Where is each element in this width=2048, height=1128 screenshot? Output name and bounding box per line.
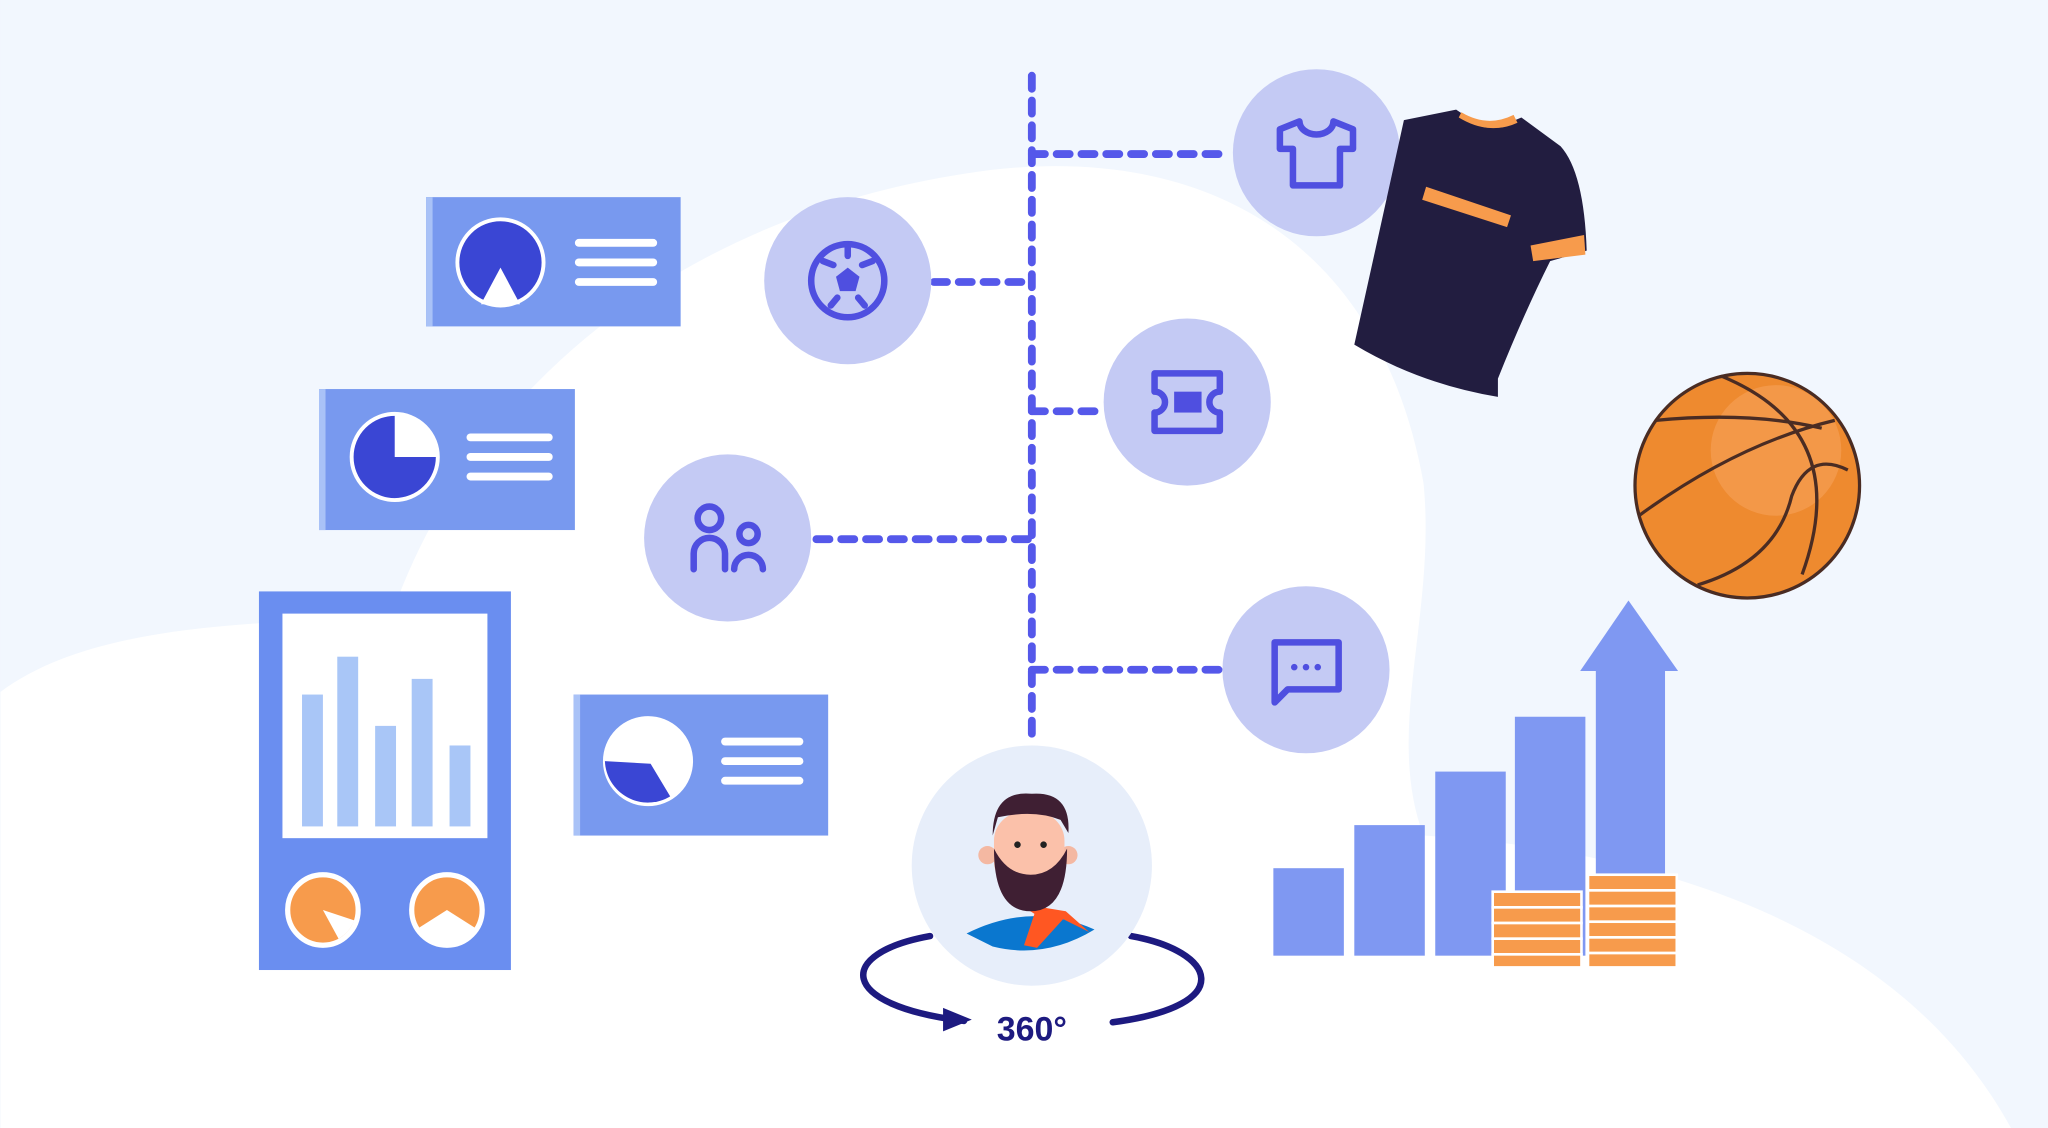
- ticket-icon: [1151, 370, 1224, 435]
- hub-merchandise: [1232, 69, 1400, 237]
- connector-lines: [812, 71, 1232, 742]
- chat-icon: [1271, 639, 1342, 706]
- coin-stacks: [1491, 873, 1679, 969]
- hub-chat: [1222, 586, 1390, 754]
- people-icon: [690, 503, 767, 573]
- stat-card-1: [426, 197, 681, 327]
- jersey-illustration: [1354, 109, 1587, 397]
- basketball-illustration: [1633, 371, 1862, 600]
- hub-people: [644, 454, 812, 622]
- dashboard-panel: [258, 591, 511, 971]
- hub-soccer: [764, 197, 932, 365]
- fan-avatar: [860, 745, 1205, 1032]
- rotation-label: 360°: [997, 1011, 1067, 1049]
- stat-card-3: [573, 694, 829, 836]
- t-shirt-icon: [1276, 118, 1357, 189]
- hub-tickets: [1103, 318, 1271, 486]
- stat-card-2: [319, 389, 575, 531]
- rotation-arrow-icon: [860, 932, 1205, 1026]
- soccer-ball-icon: [807, 240, 888, 321]
